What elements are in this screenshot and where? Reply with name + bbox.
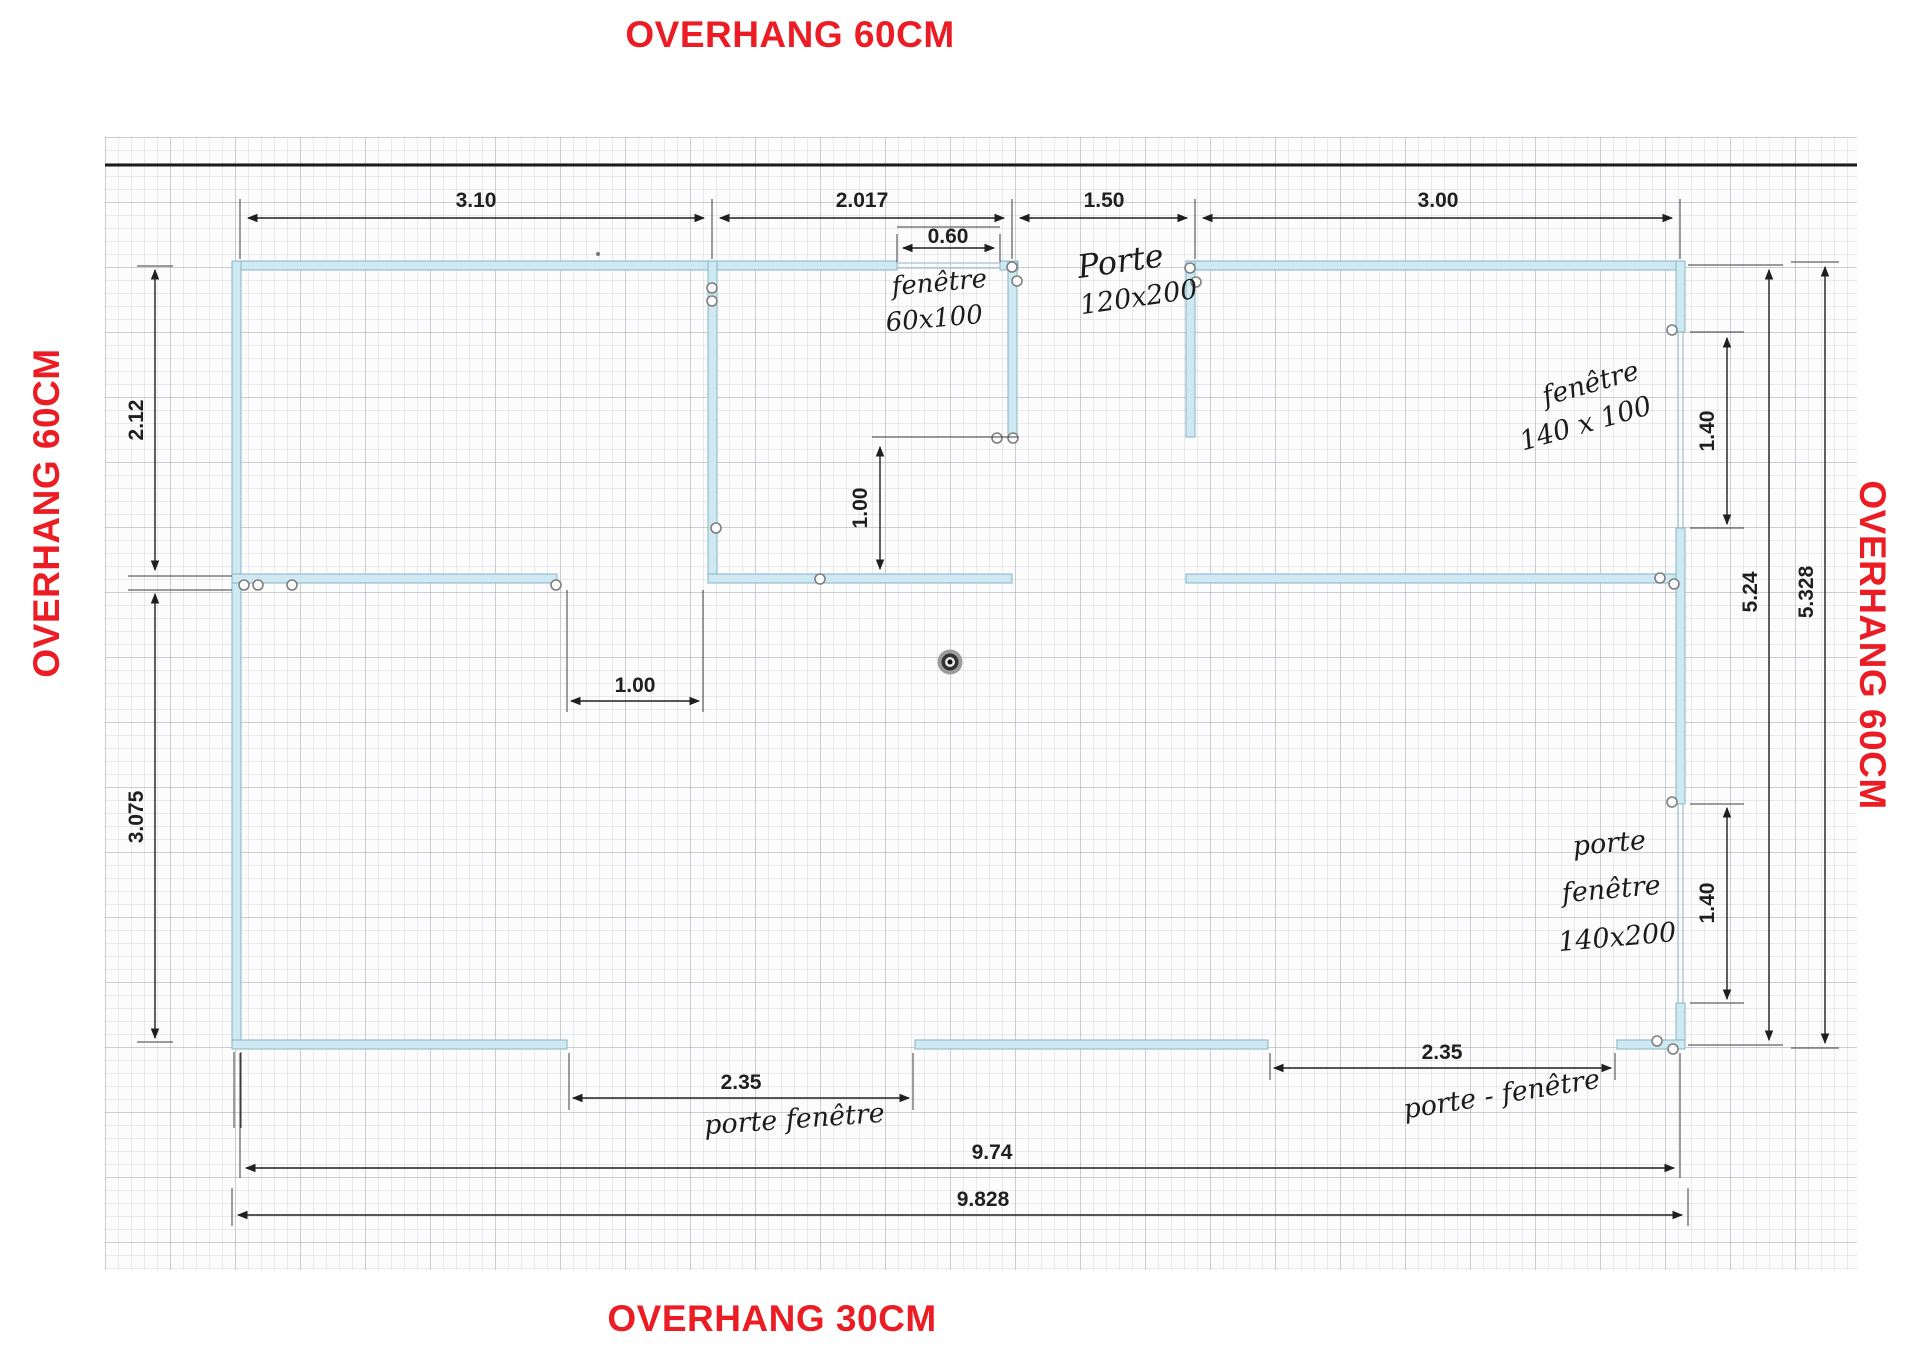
annotation-window-top-line2: 60x100 bbox=[884, 300, 984, 338]
dim-label-top-3: 1.50 bbox=[1084, 189, 1125, 212]
dim-label-hall-opening: 1.00 bbox=[615, 674, 656, 697]
annotation-window-top-line1: fenêtre bbox=[888, 264, 988, 302]
annotation-door-window-bottom-right: porte - fenêtre bbox=[1401, 1064, 1602, 1126]
annotation-door-window-right-line1: porte bbox=[1571, 825, 1647, 862]
annotation-door-window-right-line3: 140x200 bbox=[1557, 917, 1678, 958]
overhang-label-top: OVERHANG 60CM bbox=[625, 14, 955, 55]
wall-endpoint-handles bbox=[238, 261, 1680, 1055]
dimension-lines bbox=[150, 213, 1830, 1220]
dim-label-bottom-left-opening: 2.35 bbox=[721, 1071, 762, 1094]
dim-label-bottom-outer: 9.828 bbox=[957, 1188, 1010, 1211]
dim-label-top-4: 3.00 bbox=[1418, 189, 1459, 212]
center-point-symbol bbox=[937, 649, 963, 675]
grid-paper bbox=[105, 137, 1857, 1270]
annotation-door-top-line1: Porte bbox=[1074, 236, 1166, 286]
overhang-label-bottom: OVERHANG 30CM bbox=[607, 1298, 937, 1339]
dim-label-vestibule-depth: 1.00 bbox=[849, 488, 872, 529]
dim-label-window-width: 0.60 bbox=[928, 225, 969, 248]
overhang-label-left: OVERHANG 60CM bbox=[26, 348, 67, 678]
dim-label-right-inner: 5.24 bbox=[1739, 571, 1762, 612]
annotation-door-window-right-line2: fenêtre bbox=[1559, 870, 1662, 910]
extension-lines bbox=[128, 199, 1839, 1226]
dim-label-top-2: 2.017 bbox=[836, 189, 889, 212]
dim-label-right-window: 1.40 bbox=[1696, 411, 1719, 452]
walls bbox=[231, 260, 1686, 1050]
dim-label-left-lower: 3.075 bbox=[125, 790, 148, 843]
dim-label-left-upper: 2.12 bbox=[125, 400, 148, 441]
dim-label-bottom-inner: 9.74 bbox=[972, 1141, 1013, 1164]
overhang-label-right: OVERHANG 60CM bbox=[1852, 480, 1893, 810]
sheet-frame bbox=[105, 163, 1857, 256]
dim-label-bottom-right-opening: 2.35 bbox=[1422, 1041, 1463, 1064]
annotation-door-window-bottom-left: porte fenêtre bbox=[703, 1098, 886, 1142]
dim-label-right-outer: 5.328 bbox=[1795, 565, 1818, 618]
dim-label-right-door: 1.40 bbox=[1696, 883, 1719, 924]
dim-label-top-1: 3.10 bbox=[456, 189, 497, 212]
dimension-labels: 3.10 2.017 1.50 3.00 0.60 2.12 3.075 1.0… bbox=[125, 189, 1818, 1211]
window-symbols bbox=[897, 262, 1684, 1003]
